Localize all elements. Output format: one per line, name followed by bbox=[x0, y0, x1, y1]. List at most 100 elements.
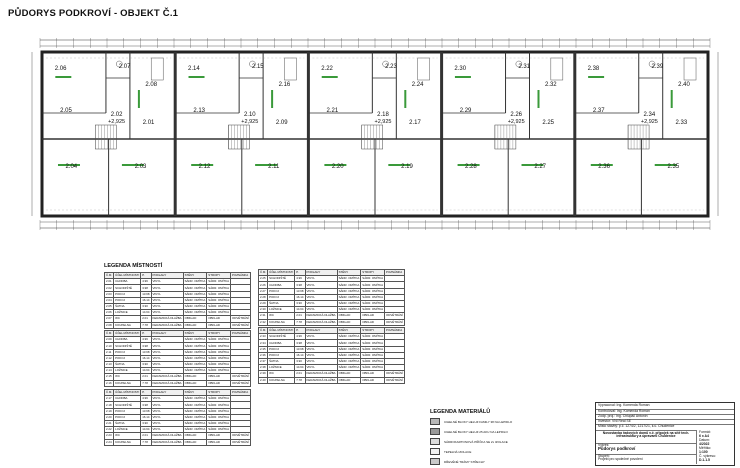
room-label: 2.34 bbox=[644, 112, 656, 118]
staircase bbox=[95, 124, 117, 150]
roof-window bbox=[324, 164, 347, 166]
room-label: 2.06 bbox=[55, 66, 67, 72]
room-label: 2.21 bbox=[327, 108, 339, 114]
room-label: 2.11 bbox=[268, 164, 280, 170]
level-label: +2,925 bbox=[641, 119, 658, 125]
tb-format-label: Formát: bbox=[699, 430, 711, 434]
room-legend-cell: OBKLAD bbox=[360, 318, 386, 326]
roof-window bbox=[588, 76, 605, 78]
room-legend-cell: ODVĚTRÁNÍ bbox=[230, 438, 251, 446]
material-swatch bbox=[430, 438, 440, 445]
room-legend: LEGENDA MÍSTNOSTÍ bbox=[104, 263, 162, 269]
room-label: 2.12 bbox=[199, 164, 211, 170]
room-legend-cell: KERAMICKÁ DLAŽBA bbox=[304, 318, 338, 326]
material-legend-item: CIHELNÉ BLOKY HELUZ FAMILY 38 NA LEPIDLO bbox=[430, 418, 590, 425]
material-legend-item: SÁDROKARTONOVÁ PŘÍČKA SE 2x IZOLACE bbox=[430, 438, 590, 445]
room-legend-cell: 7.78 bbox=[294, 376, 306, 384]
bathtub bbox=[683, 57, 697, 81]
room-label: 2.05 bbox=[60, 108, 72, 114]
tb-number: D.1.1.5 bbox=[699, 458, 710, 462]
room-legend-cell: KOUPELNA bbox=[113, 438, 142, 446]
room-label: 2.38 bbox=[588, 66, 600, 72]
room-legend-cell: 7.78 bbox=[294, 318, 306, 326]
room-legend-cell: OBKLAD bbox=[206, 438, 232, 446]
room-legend-cell: KOUPELNA bbox=[267, 376, 296, 384]
roof-window bbox=[590, 164, 613, 166]
room-legend-cell: OBKLAD bbox=[182, 438, 208, 446]
party-wall bbox=[573, 52, 577, 216]
room-label: 2.15 bbox=[252, 64, 264, 70]
bathtub bbox=[284, 57, 297, 81]
room-label: 2.33 bbox=[676, 120, 688, 126]
level-label: +2,925 bbox=[508, 119, 525, 125]
roof-window bbox=[521, 164, 544, 166]
staircase bbox=[494, 124, 517, 150]
room-legend-cell: KOUPELNA bbox=[113, 321, 142, 329]
room-label: 2.29 bbox=[460, 108, 472, 114]
roof-window bbox=[191, 164, 214, 166]
staircase bbox=[627, 124, 650, 150]
room-label: 2.35 bbox=[668, 164, 680, 170]
room-label: 2.14 bbox=[188, 66, 200, 72]
tb-row-site: Místo stavby: p.č. 1274/2, 1217/21, k.ú.… bbox=[596, 424, 734, 428]
room-label: 2.40 bbox=[678, 82, 690, 88]
toilet bbox=[249, 60, 256, 68]
room-legend-cell: KERAMICKÁ DLAŽBA bbox=[150, 438, 184, 446]
bathtub bbox=[150, 57, 164, 81]
room-label: 2.27 bbox=[534, 164, 546, 170]
room-label: 2.28 bbox=[465, 164, 477, 170]
material-label: CIHELNÉ BLOKY HELUZ 25 AKU NA LEPIDLO bbox=[444, 429, 508, 434]
room-label: 2.01 bbox=[143, 120, 155, 126]
room-label: 2.25 bbox=[542, 120, 554, 126]
room-legend-cell: ODVĚTRÁNÍ bbox=[384, 318, 405, 326]
material-label: CIHELNÉ BLOKY HELUZ FAMILY 38 NA LEPIDLO bbox=[444, 419, 513, 424]
room-legend-cell: OBKLAD bbox=[182, 379, 208, 387]
room-label: 2.07 bbox=[119, 64, 131, 70]
room-legend-cell: 7.78 bbox=[140, 321, 152, 329]
roof-window bbox=[57, 164, 80, 166]
tb-drawing: Půdorys podkroví bbox=[598, 446, 636, 451]
roof-window bbox=[188, 76, 205, 78]
room-legend-cell: KERAMICKÁ DLAŽBA bbox=[150, 379, 184, 387]
room-legend-cell: 2.16 bbox=[103, 379, 115, 387]
room-legend-cell: KERAMICKÁ DLAŽBA bbox=[150, 321, 184, 329]
bathroom-fixture bbox=[137, 90, 140, 108]
tb-stage-label: Stupeň: bbox=[596, 454, 696, 458]
room-label: 2.18 bbox=[377, 112, 389, 118]
room-label: 2.24 bbox=[412, 82, 424, 88]
tb-format: 6 x A4 bbox=[699, 434, 709, 438]
room-legend-cell: 2.08 bbox=[103, 321, 115, 329]
tb-row-checked: Kontroloval: Ing. Komenda Roman bbox=[596, 409, 734, 413]
tb-date-label: Datum: bbox=[699, 438, 710, 442]
material-label: TEPELNÁ IZOLACE bbox=[444, 449, 472, 454]
tb-project: Novostavba řadových domů v.č. přípojek n… bbox=[596, 430, 696, 442]
roof-window bbox=[121, 164, 144, 166]
tb-scale-label: Měřítko: bbox=[699, 446, 712, 450]
room-label: 2.22 bbox=[321, 66, 333, 72]
material-swatch bbox=[430, 448, 440, 455]
party-wall bbox=[440, 52, 444, 216]
room-legend-cell: OBKLAD bbox=[360, 376, 386, 384]
tb-date: 4/2022 bbox=[699, 442, 710, 446]
room-label: 2.04 bbox=[65, 164, 77, 170]
room-legend-cell: 7.78 bbox=[140, 438, 152, 446]
roof-window bbox=[388, 164, 411, 166]
tb-stage: Projekt pro společné povolení bbox=[598, 457, 643, 461]
room-legend-cell: KOUPELNA bbox=[113, 379, 142, 387]
room-label: 2.20 bbox=[332, 164, 344, 170]
level-label: +2,925 bbox=[374, 119, 391, 125]
bathtub bbox=[417, 57, 430, 81]
tb-number-label: Č. výkresu: bbox=[699, 454, 716, 458]
